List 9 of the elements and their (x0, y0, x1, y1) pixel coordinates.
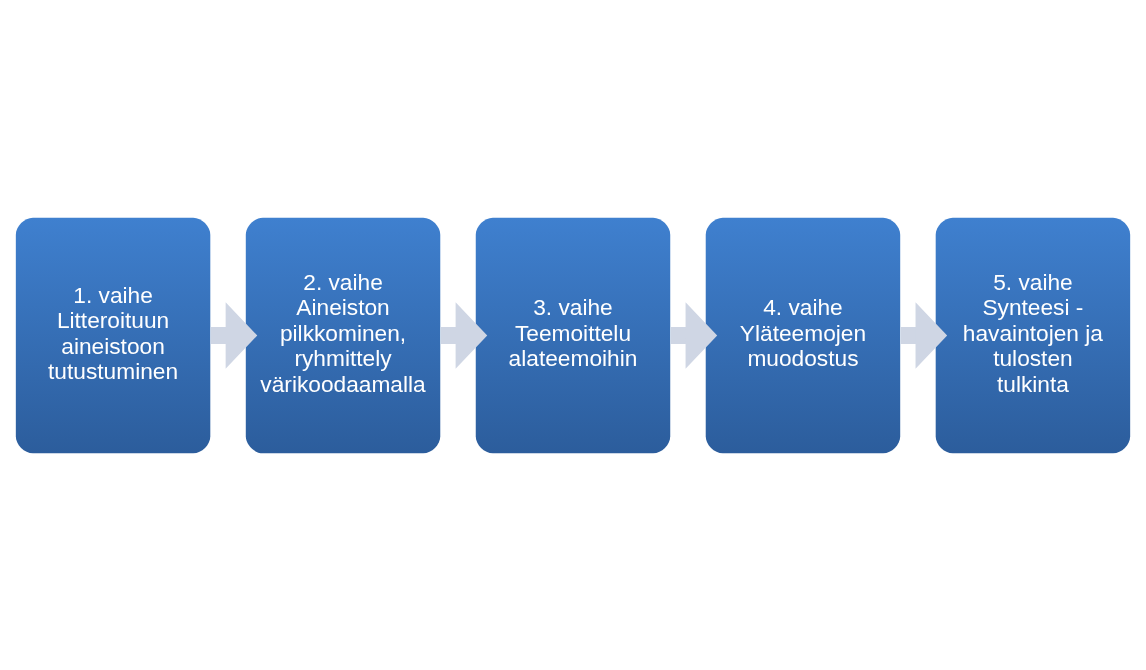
node-box: 1. vaihe Litteroituun aineistoon tutustuminen (15, 217, 211, 453)
arrow (670, 301, 718, 369)
node-box: 3. vaihe Teemoittelu alateemoihin (475, 217, 671, 453)
node-box: 2. vaihe Aineiston pilkkominen, ryhmittely värikoodaamalla (245, 217, 441, 453)
node-box: 5. vaihe Synteesi - havaintojen ja tulosten tulkinta (935, 217, 1131, 453)
arrow (440, 301, 488, 369)
arrow (210, 301, 258, 369)
arrow (900, 301, 948, 369)
node-box: 4. vaihe Yläteemojen muodostus (705, 217, 901, 453)
